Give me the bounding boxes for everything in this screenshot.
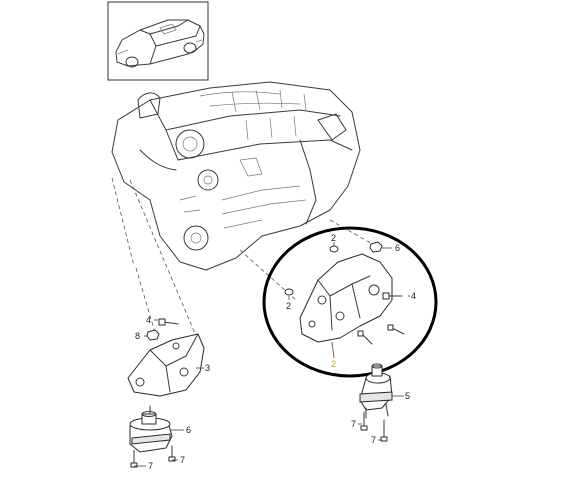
- bolt-7-left-a[interactable]: [130, 449, 138, 468]
- bolt-right-lower[interactable]: [387, 324, 405, 335]
- car-icon: [115, 19, 205, 68]
- callout-2-bottom[interactable]: 2: [331, 359, 336, 369]
- right-mount-bolts[interactable]: [360, 411, 388, 442]
- callout-7-right-a[interactable]: 7: [351, 419, 356, 429]
- bolt-7-right-a[interactable]: [360, 411, 368, 431]
- bolt-7-left-b[interactable]: [168, 445, 176, 462]
- vehicle-thumbnail[interactable]: [107, 1, 209, 81]
- right-engine-mount[interactable]: [359, 363, 393, 419]
- callout-7-left-a[interactable]: 7: [148, 461, 153, 471]
- leader-lines: [134, 242, 410, 467]
- alignment-lines: [111, 177, 377, 337]
- bolt-4-left[interactable]: [158, 318, 179, 326]
- callout-6-top[interactable]: 6: [395, 243, 400, 253]
- callout-2-top[interactable]: 2: [331, 233, 336, 243]
- bolt-4-right[interactable]: [382, 292, 403, 300]
- callout-7-right-b[interactable]: 7: [371, 435, 376, 445]
- callout-7-left-b[interactable]: 7: [180, 455, 185, 465]
- callout-5[interactable]: 5: [405, 391, 410, 401]
- engine-block: [111, 81, 361, 271]
- nut-2-top[interactable]: [329, 245, 339, 253]
- left-engine-bracket[interactable]: [127, 333, 205, 397]
- callout-6-left[interactable]: 6: [186, 425, 191, 435]
- callout-3[interactable]: 3: [205, 363, 210, 373]
- bolt-right-mid[interactable]: [357, 330, 373, 345]
- callout-4-right[interactable]: 4: [411, 291, 416, 301]
- callout-8-left[interactable]: 8: [135, 331, 140, 341]
- left-engine-mount[interactable]: [129, 405, 173, 453]
- right-hardware[interactable]: [284, 241, 405, 345]
- callout-4-left[interactable]: 4: [146, 315, 151, 325]
- nut-8-left[interactable]: [146, 329, 160, 341]
- left-mount-bolts[interactable]: [130, 445, 176, 468]
- right-engine-bracket[interactable]: [299, 253, 393, 343]
- callouts: 2 2 2 6 4 5 7 7 4 8 3 6 7 7 8: [135, 233, 416, 471]
- nut-2-left[interactable]: [284, 288, 294, 296]
- callout-2-left[interactable]: 2: [286, 301, 291, 311]
- nut-8-right[interactable]: [369, 241, 383, 253]
- bolt-7-right-b[interactable]: [380, 419, 388, 442]
- highlight-circle: [262, 226, 438, 378]
